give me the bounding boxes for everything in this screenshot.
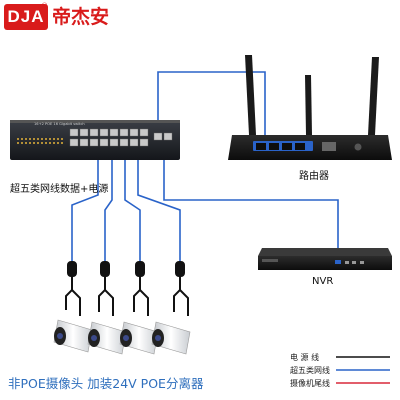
brand-logo: DJA: [4, 4, 48, 30]
splitter-3: [133, 261, 149, 316]
poe-switch: [10, 120, 180, 160]
camera-4: [151, 321, 191, 355]
caption: 非POE摄像头 加装24V POE分离器: [8, 376, 204, 391]
camera-1: [53, 319, 93, 353]
router-antenna-right: [368, 57, 379, 135]
splitter-1: [65, 261, 81, 316]
legend-item-network: 超五类网线: [290, 366, 330, 375]
nvr-cable: [163, 150, 339, 248]
cameras: [53, 319, 191, 355]
legend-item-tail: 摄像机尾线: [290, 379, 330, 388]
camera-cable-4: [137, 160, 181, 262]
router-label: 路由器: [299, 171, 329, 182]
splitter-2: [98, 261, 114, 316]
camera-cable-1: [71, 160, 99, 262]
router-device: [228, 55, 392, 160]
router-antenna-left: [245, 55, 256, 135]
nvr-label: NVR: [312, 276, 334, 287]
poe-splitters: [65, 261, 189, 316]
legend-lines: [336, 356, 390, 384]
camera-cable-2: [104, 160, 113, 262]
registered-mark: ®: [41, 2, 48, 10]
uplink-cable: [157, 71, 266, 140]
splitter-4: [173, 261, 189, 316]
nvr-device: [258, 248, 392, 270]
switch-panel-text: 16+2 POE 16 Gigabit switch: [34, 122, 85, 126]
camera-2: [87, 321, 127, 355]
network-cables: [71, 71, 339, 262]
camera-3: [119, 321, 159, 355]
router-antenna-mid: [305, 75, 312, 135]
legend-item-power: 电 源 线: [290, 353, 320, 362]
brand-name: 帝杰安: [52, 6, 110, 28]
camera-cable-3: [124, 160, 141, 262]
cable-note-label: 超五类网线数据+电源: [10, 184, 109, 195]
